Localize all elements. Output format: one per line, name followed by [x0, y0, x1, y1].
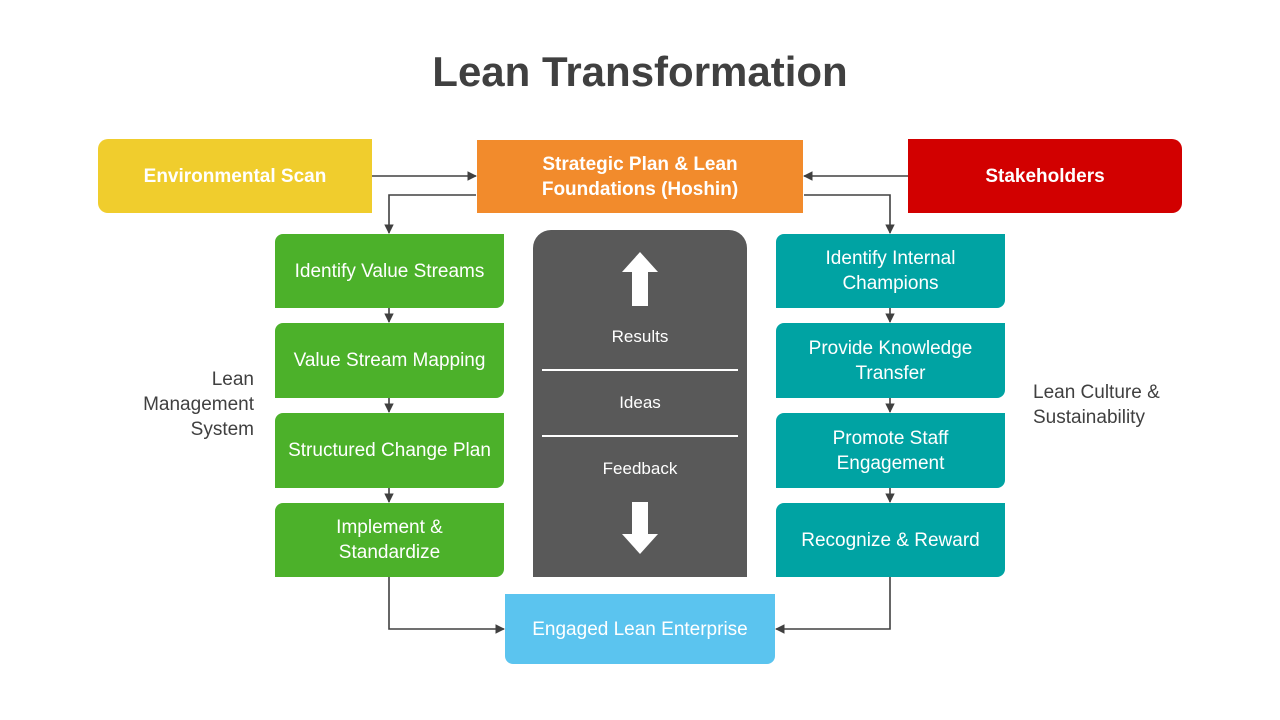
down-arrow-icon — [622, 502, 658, 554]
page-title: Lean Transformation — [432, 48, 848, 95]
lean-culture-sustainability-label: Lean Culture & Sustainability — [1033, 382, 1160, 428]
environmental-scan-label: Environmental Scan — [143, 165, 327, 187]
stakeholders-label: Stakeholders — [985, 165, 1105, 187]
lean-management-system-label: Lean Management System — [143, 369, 254, 440]
left-step-4: Implement & Standardize — [275, 503, 504, 577]
right-step-3: Promote Staff Engagement — [776, 413, 1005, 488]
center-panel: Results Ideas Feedback — [533, 230, 747, 577]
arrow-right-to-bottom — [775, 577, 891, 634]
panel-divider-2 — [542, 435, 738, 437]
arrow-to-left-steps — [384, 194, 476, 234]
left-step-1: Identify Value Streams — [275, 234, 504, 308]
arrow-to-right-steps — [804, 194, 895, 234]
engaged-lean-enterprise-label: Engaged Lean Enterprise — [532, 618, 748, 640]
strategic-plan-box: Strategic Plan & Lean Foundations (Hoshi… — [477, 140, 803, 213]
left-step-3: Structured Change Plan — [275, 413, 504, 488]
right-step-1: Identify Internal Champions — [776, 234, 1005, 308]
stakeholders-box: Stakeholders — [908, 139, 1182, 213]
panel-divider-1 — [542, 369, 738, 371]
strategic-plan-label: Strategic Plan & Lean Foundations (Hoshi… — [541, 153, 739, 200]
environmental-scan-box: Environmental Scan — [98, 139, 372, 213]
up-arrow-icon — [622, 252, 658, 306]
results-label: Results — [611, 327, 669, 346]
right-step-2: Provide Knowledge Transfer — [776, 323, 1005, 398]
left-step-2: Value Stream Mapping — [275, 323, 504, 398]
right-step-4: Recognize & Reward — [776, 503, 1005, 577]
engaged-lean-enterprise-box: Engaged Lean Enterprise — [505, 594, 775, 664]
feedback-label: Feedback — [602, 459, 678, 478]
arrow-left-to-bottom — [388, 577, 505, 634]
ideas-label: Ideas — [619, 393, 661, 412]
